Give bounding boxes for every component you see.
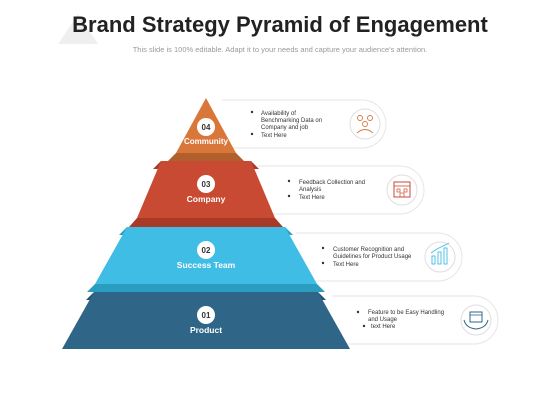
tier-product-label: Product (190, 325, 222, 335)
callout-success-team-card (296, 232, 463, 282)
callout-product-card (332, 295, 499, 345)
tier-company-base-band (129, 218, 283, 227)
tier-company: Feedback Collection and Analysis Text He… (137, 161, 425, 218)
tier-product-number-badge (197, 306, 215, 324)
bullet-product-1-line-1: Feature to be Easy Handling (368, 310, 444, 316)
bullet-success-team-1-line-1: Customer Recognition and (333, 247, 404, 253)
callout-success-team: Customer Recognition and Guidelines for … (296, 232, 463, 282)
bullet-community-1-line-2: Benchmarking Data on (261, 118, 322, 124)
callout-company: Feedback Collection and Analysis Text He… (258, 165, 425, 215)
building-icon (386, 174, 418, 206)
bullet-community-1-line-3: Company and job (261, 125, 309, 131)
callout-community: Availability of Benchmarking Data on Com… (222, 99, 387, 149)
bullet-company-2-line-1: Text Here (299, 195, 325, 201)
tier-community-base-band (168, 153, 244, 161)
tier-community: Availability of Benchmarking Data on Com… (168, 98, 387, 161)
tier-community-label: Community (184, 137, 229, 146)
decorative-triangle (58, 14, 98, 44)
tier-community-number: 04 (202, 123, 211, 132)
bullet-success-team-2-line-1: Text Here (333, 262, 359, 268)
callout-company-dot (287, 179, 291, 183)
tier-success-team-base-band (87, 284, 325, 292)
tier-company-number: 03 (202, 180, 211, 189)
bullet-success-team-1-line-2: Guidelines for Product Usage (333, 254, 412, 260)
callout-company-dot-2 (287, 194, 291, 198)
callout-product-dot (356, 310, 360, 314)
callout-product: Feature to be Easy Handling and Usage te… (332, 295, 499, 345)
page-title: Brand Strategy Pyramid of Engagement (72, 12, 488, 37)
callout-product-dot-2 (362, 324, 366, 328)
tier-product: Feature to be Easy Handling and Usage te… (62, 292, 499, 349)
callout-success-team-dot (321, 246, 325, 250)
bullet-product-2-line-1: text Here (371, 324, 396, 330)
callout-community-dot (250, 110, 254, 114)
growth-chart-icon (424, 241, 456, 273)
people-group-icon (349, 108, 381, 140)
bullet-company-1-line-1: Feedback Collection and (299, 180, 365, 186)
callout-success-team-dot-2 (321, 261, 325, 265)
bullet-community-2-line-1: Text Here (261, 133, 287, 139)
tier-success-team-number: 02 (202, 246, 211, 255)
tier-community-number-badge (197, 118, 215, 136)
page-subtitle: This slide is 100% editable. Adapt it to… (132, 45, 428, 54)
product-box-hands-icon (460, 304, 492, 336)
bullet-product-1-line-2: and Usage (368, 317, 398, 323)
tier-company-label: Company (187, 194, 226, 204)
tier-success-team-number-badge (197, 241, 215, 259)
bullet-community-1-line-1: Availability of (261, 111, 296, 117)
bullet-company-1-line-2: Analysis (299, 187, 321, 193)
tier-success-team-label: Success Team (177, 260, 236, 270)
callout-community-card (222, 99, 387, 149)
callout-company-card (258, 165, 425, 215)
tier-company-number-badge (197, 175, 215, 193)
callout-community-dot-2 (250, 132, 254, 136)
tier-success-team: Customer Recognition and Guidelines for … (95, 227, 463, 284)
tier-product-number: 01 (202, 311, 211, 320)
